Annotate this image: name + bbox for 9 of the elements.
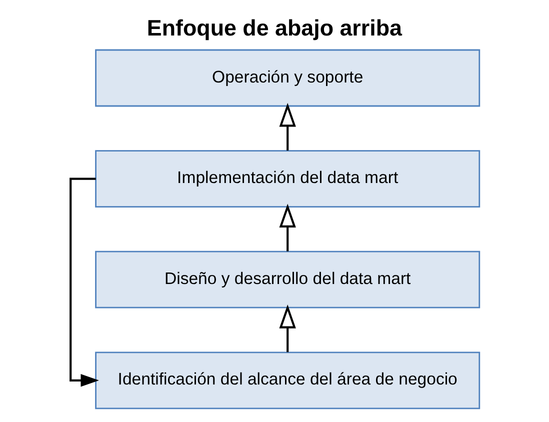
arrow (278, 204, 296, 252)
arrow (278, 304, 296, 352)
diagram-title: Enfoque de abajo arriba (146, 16, 402, 41)
node-box: Diseño y desarrollo del data mart (94, 250, 480, 308)
arrow (278, 102, 296, 151)
node-box: Operación y soporte (94, 49, 480, 107)
arrow (69, 178, 98, 387)
node-box: Implementación del data mart (94, 150, 480, 208)
node-box: Identificación del alcance del área de negocio (94, 352, 480, 410)
